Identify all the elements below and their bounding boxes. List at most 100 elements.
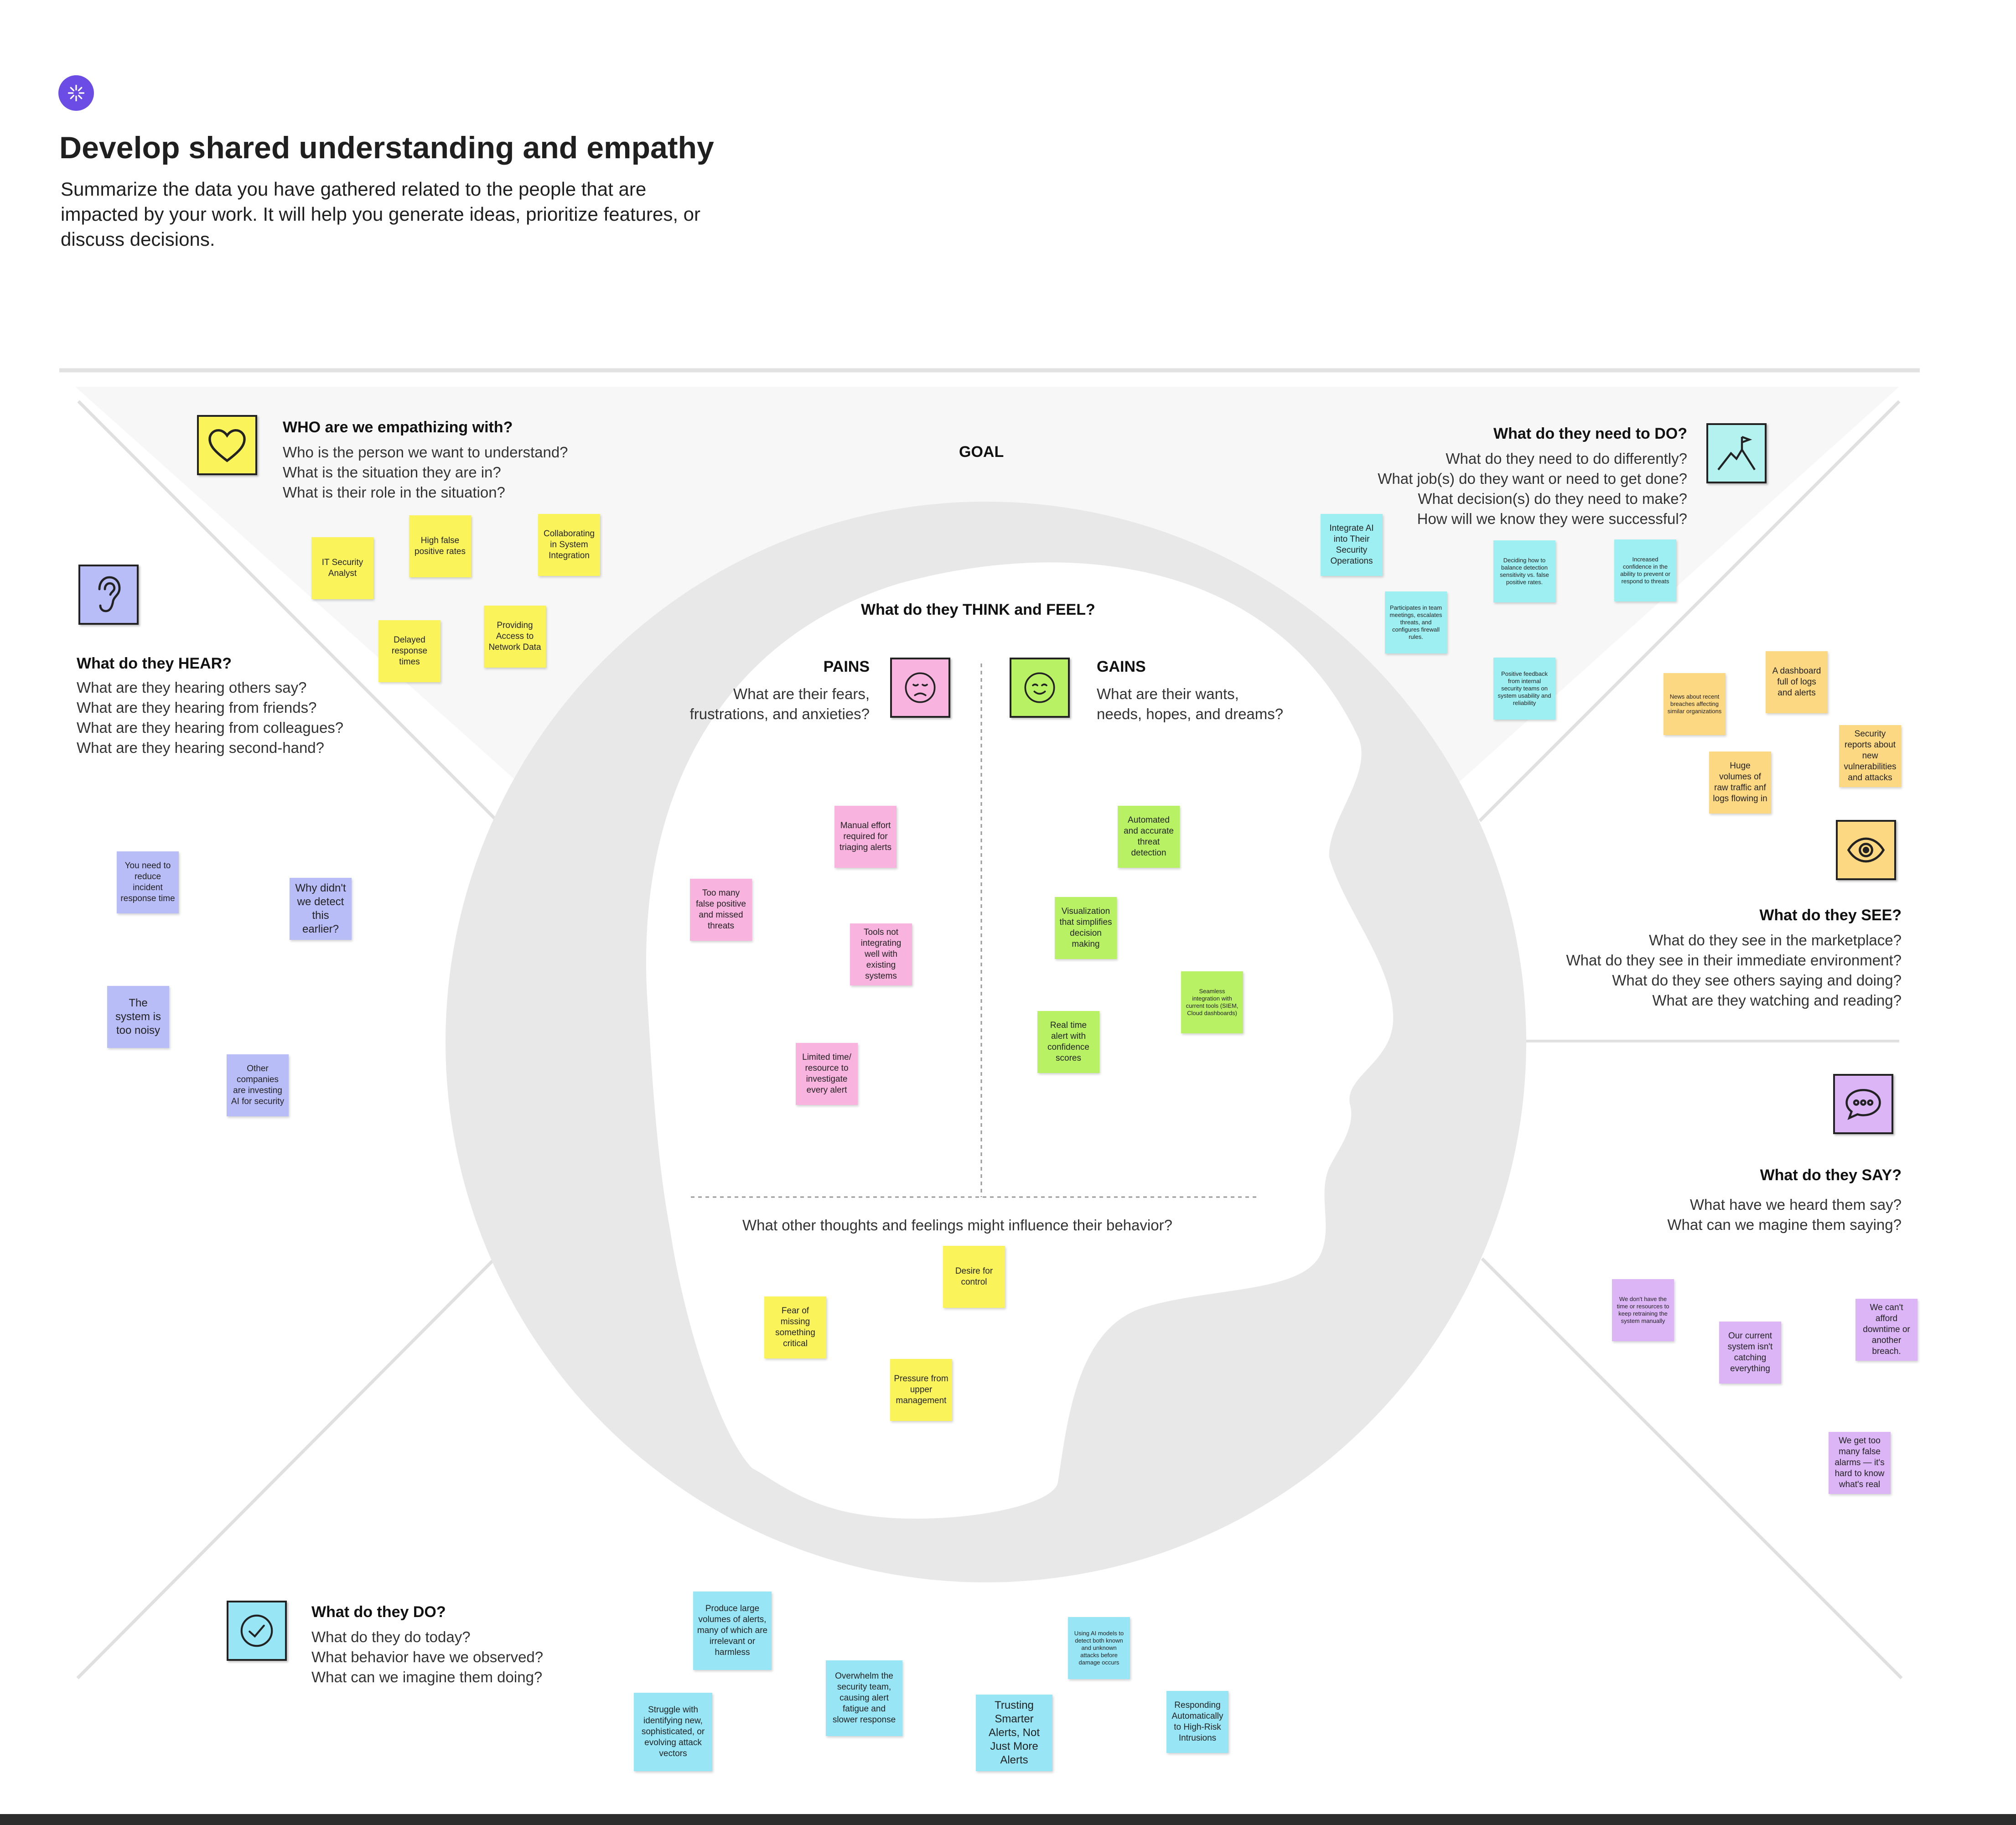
who-heading: WHO are we empathizing with? [283, 419, 513, 436]
diag-line-top-right [1478, 400, 1901, 822]
do-questions: What do they do today? What behavior hav… [311, 1627, 543, 1687]
who-question: Who is the person we want to understand? [283, 444, 568, 461]
see-question: What are they watching and reading? [1652, 992, 1902, 1009]
sticky-note[interactable]: Visualization that simplifies decision m… [1055, 897, 1117, 959]
need-do-question: What decision(s) do they need to make? [1418, 490, 1687, 507]
sticky-note[interactable]: Desire for control [943, 1246, 1005, 1308]
gains-question: What are their wants, [1097, 685, 1239, 702]
say-questions: What have we heard them say? What can we… [1446, 1195, 1902, 1235]
sad-face-icon [890, 658, 950, 718]
sticky-note[interactable]: We can't afford downtime or another brea… [1855, 1299, 1918, 1361]
sticky-note[interactable]: Produce large volumes of alerts, many of… [693, 1592, 772, 1670]
hear-heading: What do they HEAR? [77, 655, 232, 672]
ear-icon [78, 565, 139, 625]
diag-line-bottom-left [76, 1257, 496, 1680]
sticky-note[interactable]: Delayed response times [378, 620, 441, 682]
page-title: Develop shared understanding and empathy [59, 130, 714, 165]
page-subtitle: Summarize the data you have gathered rel… [61, 178, 701, 250]
need-do-question: How will we know they were successful? [1417, 510, 1687, 527]
sticky-note[interactable]: Increased confidence in the ability to p… [1614, 539, 1676, 601]
see-question: What do they see in the marketplace? [1649, 932, 1902, 949]
sticky-note[interactable]: Integrate AI into Their Security Operati… [1321, 514, 1383, 576]
need-do-questions: What do they need to do differently? Wha… [1231, 449, 1687, 529]
sticky-note[interactable]: Too many false positive and missed threa… [690, 879, 752, 941]
diag-line-top-left [77, 400, 496, 820]
need-do-question: What do they need to do differently? [1446, 450, 1687, 467]
heart-icon [197, 415, 257, 475]
sticky-note[interactable]: Struggle with identifying new, sophistic… [634, 1693, 712, 1771]
do-question: What behavior have we observed? [311, 1649, 544, 1665]
smile-face-icon [1010, 658, 1070, 718]
pains-questions: What are their fears, frustrations, and … [638, 684, 870, 724]
say-question: What have we heard them say? [1690, 1196, 1902, 1213]
see-question: What do they see others saying and doing… [1612, 972, 1902, 989]
sticky-note[interactable]: Positive feedback from internal security… [1493, 658, 1555, 720]
sticky-note[interactable]: Our current system isn't catching everyt… [1719, 1322, 1781, 1384]
sticky-note[interactable]: Collaborating in System Integration [538, 514, 600, 576]
bottom-bar [0, 1814, 2016, 1825]
sticky-note[interactable]: A dashboard full of logs and alerts [1766, 651, 1828, 713]
hear-question: What are they hearing from colleagues? [77, 719, 344, 736]
need-do-question: What job(s) do they want or need to get … [1378, 470, 1687, 487]
hear-question: What are they hearing second-hand? [77, 739, 325, 756]
sticky-note[interactable]: The system is too noisy [107, 986, 169, 1048]
sticky-note[interactable]: Responding Automatically to High-Risk In… [1166, 1691, 1228, 1753]
sticky-note[interactable]: Using AI models to detect both known and… [1068, 1617, 1130, 1679]
sticky-note[interactable]: Why didn't we detect this earlier? [290, 878, 352, 940]
hear-questions: What are they hearing others say? What a… [77, 678, 343, 758]
sticky-note[interactable]: Huge volumes of raw traffic anf logs flo… [1709, 752, 1771, 814]
sticky-note[interactable]: Pressure from upper management [890, 1359, 952, 1421]
sticky-note[interactable]: Real time alert with confidence scores [1037, 1011, 1099, 1073]
sticky-note[interactable]: Manual effort required for triaging aler… [834, 806, 897, 868]
gains-questions: What are their wants, needs, hopes, and … [1097, 684, 1283, 724]
think-feel-heading: What do they THINK and FEEL? [861, 601, 1095, 618]
pains-question: frustrations, and anxieties? [689, 705, 870, 722]
sticky-note[interactable]: Limited time/ resource to investigate ev… [796, 1043, 858, 1105]
pains-heading: PAINS [823, 658, 870, 675]
see-heading: What do they SEE? [1759, 907, 1902, 924]
sticky-note[interactable]: Providing Access to Network Data [484, 606, 546, 668]
who-question: What is their role in the situation? [283, 484, 505, 501]
sticky-note[interactable]: News about recent breaches affecting sim… [1664, 673, 1726, 735]
sticky-note[interactable]: Trusting Smarter Alerts, Not Just More A… [976, 1695, 1052, 1771]
do-question: What can we imagine them doing? [311, 1669, 543, 1685]
see-question: What do they see in their immediate envi… [1566, 952, 1902, 969]
mountain-flag-icon [1706, 423, 1767, 483]
do-heading: What do they DO? [311, 1603, 446, 1621]
gains-heading: GAINS [1097, 658, 1146, 675]
head-silhouette [646, 562, 1394, 1519]
sticky-note[interactable]: Tools not integrating well with existing… [850, 923, 912, 985]
pains-question: What are their fears, [733, 685, 870, 702]
sticky-note[interactable]: Overwhelm the security team, causing ale… [826, 1660, 902, 1736]
checkmark-icon [227, 1601, 287, 1661]
sticky-note[interactable]: Fear of missing something critical [764, 1296, 826, 1358]
sparkle-icon [58, 75, 94, 111]
gains-question: needs, hopes, and dreams? [1097, 705, 1284, 722]
sticky-note[interactable]: Deciding how to balance detection sensit… [1493, 540, 1555, 602]
say-heading: What do they SAY? [1760, 1167, 1902, 1184]
sticky-note[interactable]: You need to reduce incident response tim… [117, 851, 179, 913]
sticky-note[interactable]: We get too many false alarms — it's hard… [1829, 1432, 1891, 1494]
sticky-note[interactable]: IT Security Analyst [311, 537, 373, 599]
sticky-note[interactable]: High false positive rates [409, 515, 471, 577]
who-questions: Who is the person we want to understand?… [283, 442, 568, 503]
diag-line-bottom-right [1481, 1257, 1903, 1680]
sticky-note[interactable]: We don't have the time or resources to k… [1612, 1279, 1674, 1341]
sticky-note[interactable]: Seamless integration with current tools … [1181, 971, 1243, 1033]
need-do-heading: What do they need to DO? [1493, 425, 1687, 442]
say-question: What can we magine them saying? [1667, 1216, 1902, 1233]
goal-label: GOAL [959, 443, 1004, 461]
sticky-note[interactable]: Security reports about new vulnerabiliti… [1839, 725, 1901, 787]
hear-question: What are they hearing others say? [77, 679, 307, 696]
sticky-note[interactable]: Automated and accurate threat detection [1118, 806, 1180, 868]
see-questions: What do they see in the marketplace? Wha… [1446, 930, 1902, 1011]
who-question: What is the situation they are in? [283, 464, 501, 481]
hear-question: What are they hearing from friends? [77, 699, 317, 716]
other-thoughts-question: What other thoughts and feelings might i… [742, 1217, 1172, 1234]
do-question: What do they do today? [311, 1628, 471, 1645]
sticky-note[interactable]: Participates in team meetings, escalates… [1385, 591, 1447, 653]
speech-bubble-icon [1833, 1074, 1893, 1134]
sticky-note[interactable]: Other companies are investing AI for sec… [227, 1054, 289, 1116]
eye-icon [1836, 820, 1896, 880]
